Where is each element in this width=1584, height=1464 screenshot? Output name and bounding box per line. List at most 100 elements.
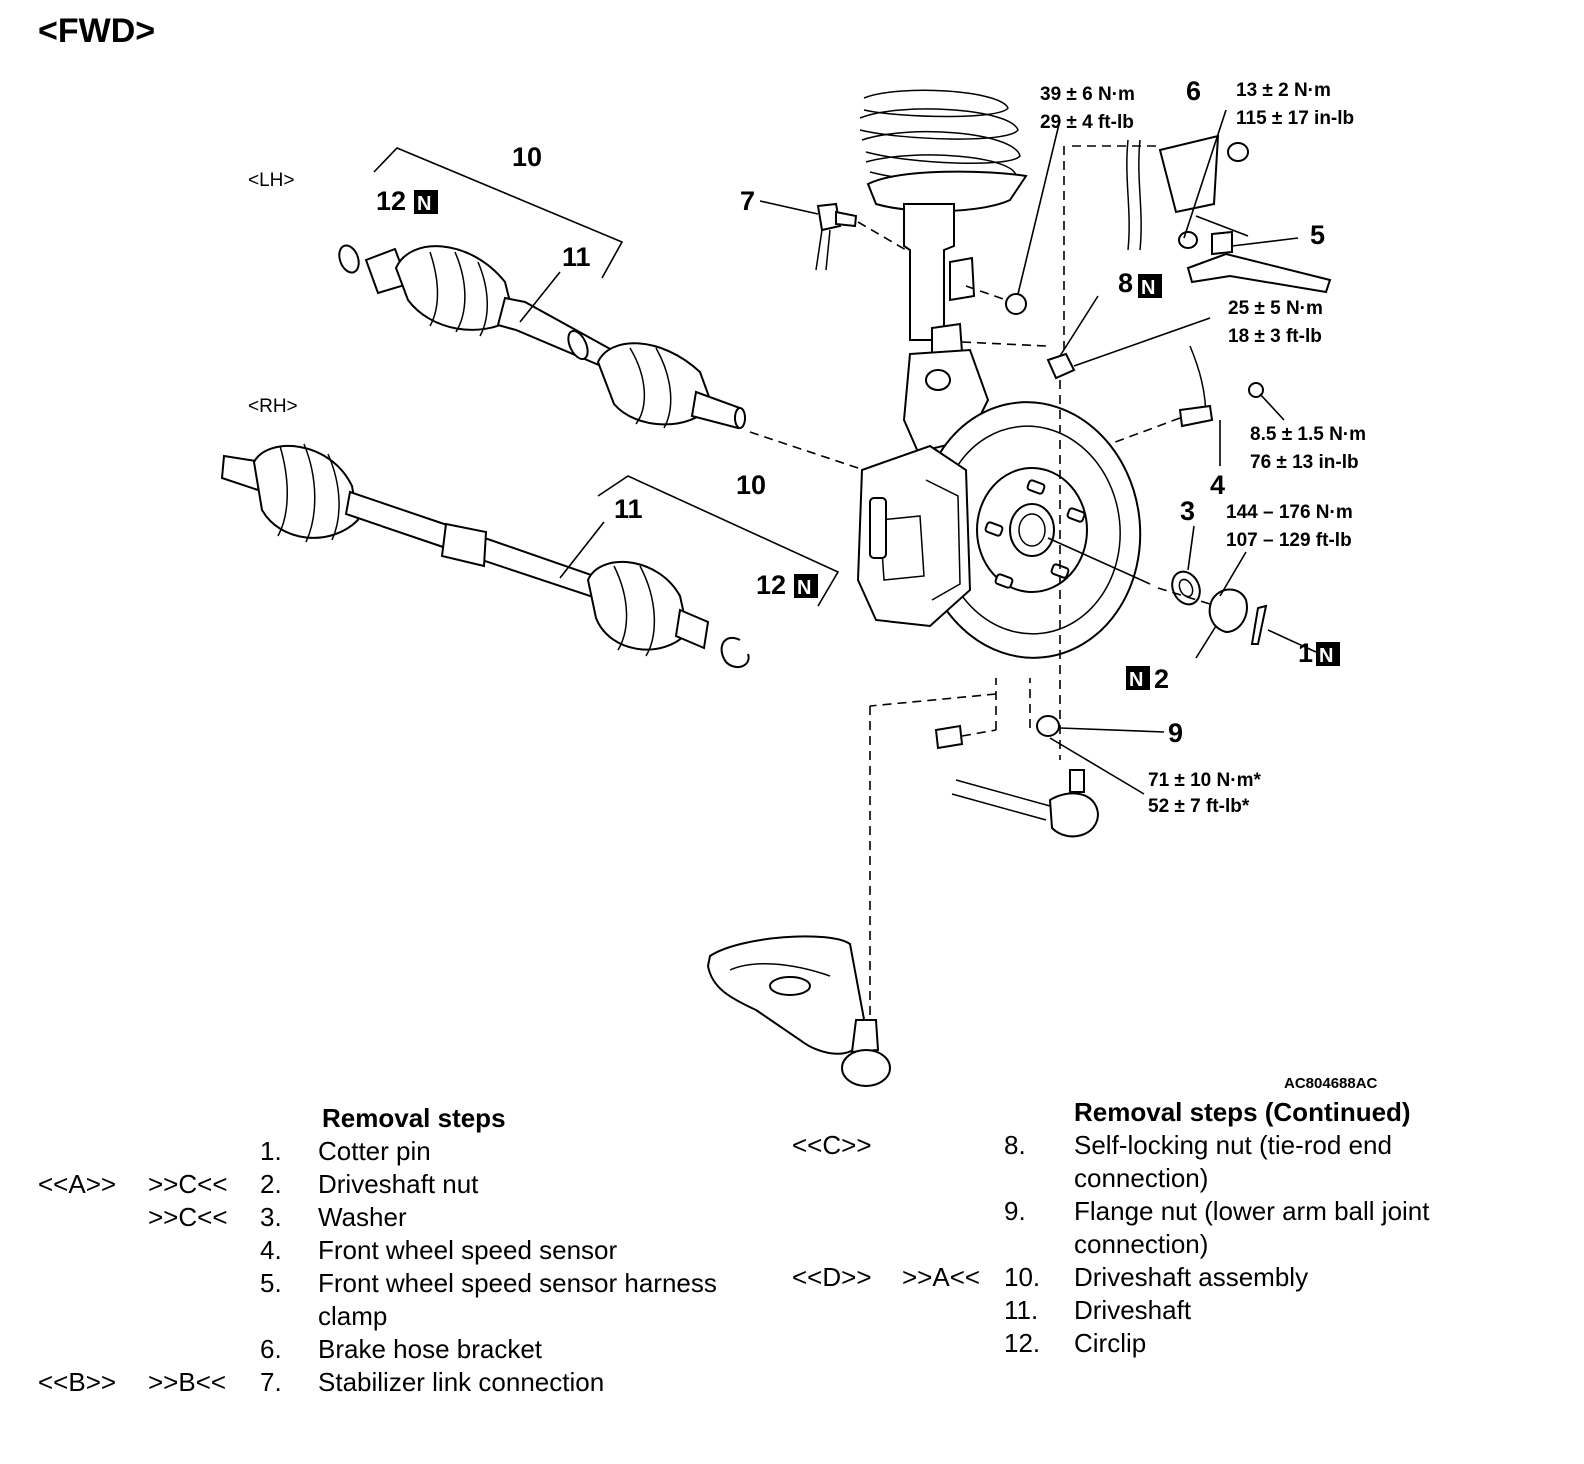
- removal-step-row: <<C>>8.Self-locking nut (tie-rod end con…: [792, 1129, 1512, 1195]
- step-ref-install: <<C>>: [792, 1130, 872, 1160]
- removal-step-row: 11. Driveshaft: [792, 1294, 1512, 1327]
- step-text: Brake hose bracket: [318, 1334, 543, 1364]
- removal-step-row: 5. Front wheel speed sensor harness clamp: [38, 1267, 768, 1333]
- removal-step-row: 1. Cotter pin: [38, 1135, 768, 1168]
- rh-driveshaft: [220, 443, 840, 669]
- axle-hardware: [1157, 525, 1317, 659]
- torque-driveshaft-nut-nm: 144 – 176 N·m: [1226, 502, 1353, 523]
- step-number: 10.: [1004, 1262, 1041, 1292]
- removal-step-row: 4. Front wheel speed sensor: [38, 1234, 768, 1267]
- torque-flange-nut-ftlb: 52 ± 7 ft-lb*: [1148, 796, 1250, 817]
- torque-bracket-nm: 13 ± 2 N·m: [1236, 80, 1331, 101]
- step-ref-removal: >>C<<: [148, 1202, 228, 1232]
- step-text: Self-locking nut (tie-rod end connection…: [1074, 1130, 1392, 1193]
- callout-7: 7: [740, 186, 755, 216]
- step-ref-install: <<D>>: [792, 1262, 872, 1292]
- callout-3: 3: [1180, 496, 1195, 526]
- step-number: 1.: [260, 1136, 282, 1166]
- step-number: 6.: [260, 1334, 282, 1364]
- svg-text:N: N: [1319, 645, 1333, 667]
- removal-step-row: 12. Circlip: [792, 1327, 1512, 1360]
- step-number: 9.: [1004, 1196, 1026, 1226]
- torque-tierod-nm: 25 ± 5 N·m: [1228, 298, 1323, 319]
- step-text: Stabilizer link connection: [318, 1367, 605, 1397]
- step-number: 3.: [260, 1202, 282, 1232]
- n-badge-12-lh: N: [414, 190, 438, 215]
- n-badge-1: N: [1316, 642, 1340, 667]
- lower-arm: [706, 935, 891, 1087]
- step-number: 5.: [260, 1268, 282, 1298]
- wheel-speed-sensor: [1109, 345, 1285, 466]
- callout-12-lh: 12: [376, 186, 406, 216]
- step-text: Washer: [318, 1202, 407, 1232]
- lower-hardware: [869, 678, 1165, 1016]
- callout-11-rh: 11: [614, 494, 643, 524]
- svg-text:N: N: [1129, 669, 1143, 691]
- step-text: Front wheel speed sensor harness clamp: [318, 1268, 717, 1331]
- removal-steps-left: Removal steps 1. Cotter pin <<A>> >>C<< 2. Dr…: [38, 1102, 778, 1432]
- step-text: Driveshaft nut: [318, 1169, 479, 1199]
- step-text: Driveshaft assembly: [1074, 1262, 1309, 1292]
- callout-11-lh: 11: [562, 242, 591, 272]
- exploded-view-diagram: <FWD> <LH> <RH>: [38, 12, 1378, 1092]
- stabilizer-link: [759, 200, 907, 271]
- step-text: Circlip: [1074, 1328, 1147, 1358]
- rh-label: <RH>: [248, 396, 298, 417]
- removal-step-row: <<D>> >>A<< 10. Driveshaft assembly: [792, 1261, 1512, 1294]
- removal-steps-continued-heading: Removal steps (Continued): [1074, 1097, 1411, 1127]
- removal-step-row: <<A>> >>C<< 2. Driveshaft nut: [38, 1168, 768, 1201]
- removal-step-row: >>C<< 3. Washer: [38, 1201, 768, 1234]
- callout-8: 8: [1118, 268, 1133, 298]
- step-text: Driveshaft: [1074, 1295, 1192, 1325]
- removal-steps-heading: Removal steps: [322, 1103, 506, 1133]
- n-badge-2: N: [1126, 666, 1150, 691]
- torque-bracket-inlb: 115 ± 17 in-lb: [1236, 108, 1354, 129]
- step-text: Cotter pin: [318, 1136, 431, 1166]
- svg-text:N: N: [797, 577, 811, 599]
- step-text: Flange nut (lower arm ball joint connect…: [1074, 1196, 1430, 1259]
- torque-flange-nut-nm: 71 ± 10 N·m*: [1148, 770, 1261, 791]
- callout-1: 1: [1298, 638, 1313, 668]
- callout-6: 6: [1186, 76, 1201, 106]
- n-badge-8: N: [1138, 274, 1162, 299]
- step-ref-install: <<A>>: [38, 1169, 117, 1199]
- torque-strut-ftlb: 29 ± 4 ft-lb: [1040, 112, 1134, 133]
- step-number: 12.: [1004, 1328, 1041, 1358]
- callout-10-rh: 10: [736, 470, 766, 500]
- removal-steps-right: Removal steps (Continued) <<C>>8.Self-lo…: [792, 1096, 1572, 1426]
- n-badge-12-rh: N: [794, 574, 818, 599]
- step-ref-removal: >>A<<: [902, 1262, 981, 1292]
- step-number: 4.: [260, 1235, 282, 1265]
- callout-5: 5: [1310, 220, 1325, 250]
- torque-driveshaft-nut-ftlb: 107 – 129 ft-lb: [1226, 530, 1352, 551]
- callout-4: 4: [1210, 470, 1225, 500]
- torque-tierod-ftlb: 18 ± 3 ft-lb: [1228, 326, 1322, 347]
- strut-assembly: [859, 89, 1028, 454]
- torque-sensor-nm: 8.5 ± 1.5 N·m: [1250, 424, 1366, 445]
- page-title: <FWD>: [38, 12, 155, 50]
- removal-step-row: <<B>> >>B<< 7. Stabilizer link connection: [38, 1366, 768, 1399]
- callout-9: 9: [1168, 718, 1183, 748]
- step-ref-install: <<B>>: [38, 1367, 117, 1397]
- torque-strut-nm: 39 ± 6 N·m: [1040, 84, 1135, 105]
- callout-10-lh: 10: [512, 142, 542, 172]
- lh-label: <LH>: [248, 170, 294, 191]
- removal-step-row: 6. Brake hose bracket: [38, 1333, 768, 1366]
- brake-hose-bracket: [1072, 109, 1332, 294]
- callout-2: 2: [1154, 664, 1169, 694]
- step-ref-removal: >>B<<: [148, 1367, 227, 1397]
- lh-driveshaft: [338, 147, 871, 473]
- strut-nut: [965, 119, 1061, 315]
- step-number: 7.: [260, 1367, 282, 1397]
- step-number: 2.: [260, 1169, 282, 1199]
- svg-text:N: N: [1141, 277, 1155, 299]
- step-ref-removal: >>C<<: [148, 1169, 228, 1199]
- svg-text:N: N: [417, 193, 431, 215]
- torque-sensor-inlb: 76 ± 13 in-lb: [1250, 452, 1359, 473]
- figure-reference: AC804688AC: [1284, 1075, 1378, 1092]
- step-text: Front wheel speed sensor: [318, 1235, 618, 1265]
- self-locking-nut: [961, 146, 1211, 760]
- removal-step-row: 9. Flange nut (lower arm ball joint conne…: [792, 1195, 1512, 1261]
- step-number: 11.: [1004, 1295, 1039, 1325]
- brake-assembly: [856, 401, 1151, 659]
